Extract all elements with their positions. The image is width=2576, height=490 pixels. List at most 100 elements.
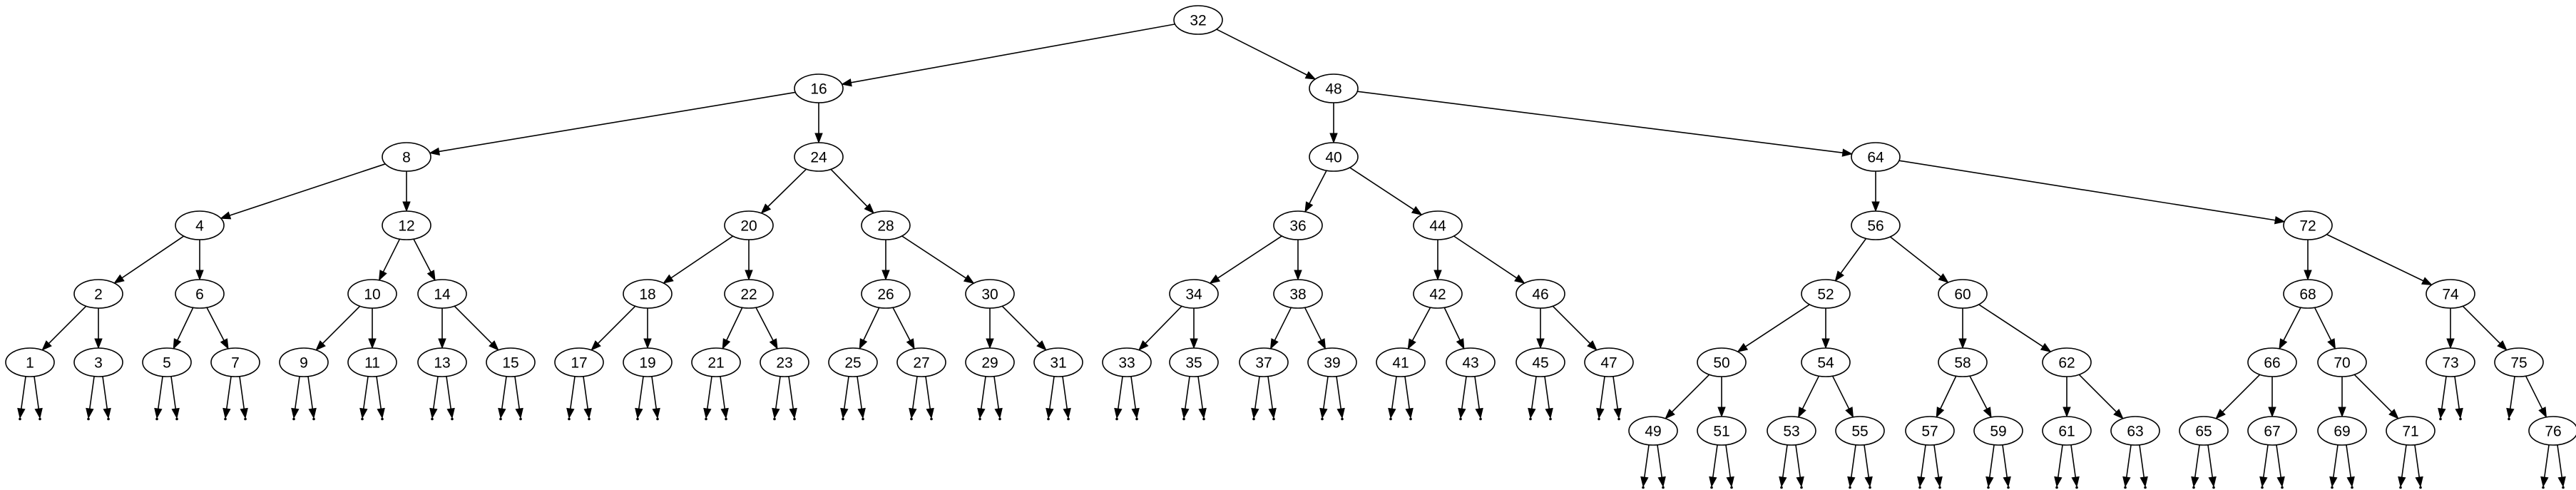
null-pointer-15-left xyxy=(498,376,507,419)
node-label: 7 xyxy=(231,355,240,372)
tree-node-54: 54 xyxy=(1801,347,1851,377)
null-pointer-29-left xyxy=(977,376,986,419)
node-ellipse xyxy=(1273,210,1323,240)
null-point xyxy=(910,417,913,421)
edge-62-61 xyxy=(2063,377,2071,418)
null-pointer-45-right xyxy=(1544,376,1553,419)
edge-14-13 xyxy=(438,308,446,349)
node-ellipse xyxy=(2317,416,2367,446)
null-point xyxy=(381,417,384,421)
edge-24-28 xyxy=(830,168,875,214)
edge-8-4 xyxy=(220,163,386,220)
node-ellipse xyxy=(1033,347,1083,377)
node-ellipse xyxy=(347,279,397,309)
edge-12-10 xyxy=(378,238,401,282)
node-label: 67 xyxy=(2264,424,2280,440)
edge-6-5 xyxy=(173,307,194,350)
null-pointer-21-right xyxy=(720,376,729,419)
node-label: 63 xyxy=(2127,424,2143,440)
tree-node-49: 49 xyxy=(1628,416,1678,446)
node-ellipse xyxy=(2283,210,2333,240)
null-point xyxy=(2192,486,2195,489)
null-point xyxy=(2439,417,2442,421)
node-ellipse xyxy=(554,347,604,377)
node-ellipse xyxy=(417,347,467,377)
node-ellipse xyxy=(1309,73,1359,103)
null-pointer-76-right xyxy=(2557,444,2566,488)
node-label: 24 xyxy=(810,150,827,166)
null-point xyxy=(1800,486,1803,489)
null-point xyxy=(175,417,178,421)
node-ellipse xyxy=(2426,347,2475,377)
null-pointer-15-right xyxy=(514,376,523,419)
node-label: 10 xyxy=(364,287,380,303)
node-ellipse xyxy=(417,279,467,309)
null-pointer-67-left xyxy=(2259,444,2269,488)
edge-64-56 xyxy=(1871,171,1880,213)
tree-node-12: 12 xyxy=(382,210,431,240)
tree-node-67: 67 xyxy=(2247,416,2297,446)
node-ellipse xyxy=(1169,347,1219,377)
null-point xyxy=(2399,486,2402,489)
tree-node-46: 46 xyxy=(1516,279,1565,309)
node-ellipse xyxy=(1938,279,1988,309)
edge-32-48 xyxy=(1216,29,1317,80)
edge-72-68 xyxy=(2304,240,2312,281)
null-point xyxy=(1529,417,1532,421)
null-point xyxy=(1849,486,1851,489)
null-point xyxy=(1938,486,1941,489)
node-label: 13 xyxy=(434,355,450,372)
tree-node-75: 75 xyxy=(2494,347,2544,377)
node-ellipse xyxy=(142,347,192,377)
null-pointer-5-right xyxy=(170,376,180,419)
tree-node-4: 4 xyxy=(175,210,225,240)
node-label: 1 xyxy=(26,355,34,372)
edge-34-33 xyxy=(1138,305,1182,351)
null-pointer-27-right xyxy=(925,376,934,419)
null-point xyxy=(1642,486,1645,489)
tree-node-63: 63 xyxy=(2110,416,2160,446)
node-ellipse xyxy=(1973,416,2023,446)
node-ellipse xyxy=(175,279,225,309)
tree-node-69: 69 xyxy=(2317,416,2367,446)
node-ellipse xyxy=(2247,347,2297,377)
tree-node-9: 9 xyxy=(279,347,329,377)
edge-60-62 xyxy=(1978,304,2052,352)
null-pointer-76-left xyxy=(2540,444,2550,488)
null-point xyxy=(2419,486,2422,489)
null-point xyxy=(431,417,434,421)
null-pointer-19-right xyxy=(651,376,660,419)
tree-node-50: 50 xyxy=(1697,347,1747,377)
null-pointer-3-right xyxy=(102,376,111,419)
node-ellipse xyxy=(1938,347,1988,377)
node-ellipse xyxy=(623,279,673,309)
tree-node-66: 66 xyxy=(2247,347,2297,377)
null-pointer-61-right xyxy=(2070,444,2080,488)
node-ellipse xyxy=(2386,416,2436,446)
edge-48-40 xyxy=(1329,103,1338,144)
node-label: 51 xyxy=(1713,424,1729,440)
node-ellipse xyxy=(2042,416,2092,446)
edge-28-30 xyxy=(901,235,975,284)
null-point xyxy=(451,417,454,421)
tree-node-14: 14 xyxy=(417,279,467,309)
null-pointer-11-right xyxy=(376,376,385,419)
edge-20-22 xyxy=(745,240,753,281)
null-pointer-69-left xyxy=(2329,444,2339,488)
edge-52-54 xyxy=(1821,308,1830,349)
null-point xyxy=(107,417,110,421)
tree-node-6: 6 xyxy=(175,279,225,309)
null-point xyxy=(224,417,227,421)
null-pointers xyxy=(17,376,2566,489)
edge-6-7 xyxy=(206,307,229,350)
node-label: 36 xyxy=(1289,218,1306,235)
node-ellipse xyxy=(2317,347,2367,377)
node-label: 47 xyxy=(1600,355,1617,372)
null-pointer-63-left xyxy=(2122,444,2132,488)
null-point xyxy=(2212,486,2215,489)
tree-node-76: 76 xyxy=(2528,416,2576,446)
null-point xyxy=(1135,417,1138,421)
null-pointer-33-right xyxy=(1130,376,1140,419)
tree-node-18: 18 xyxy=(623,279,673,309)
null-point xyxy=(1987,486,1990,489)
